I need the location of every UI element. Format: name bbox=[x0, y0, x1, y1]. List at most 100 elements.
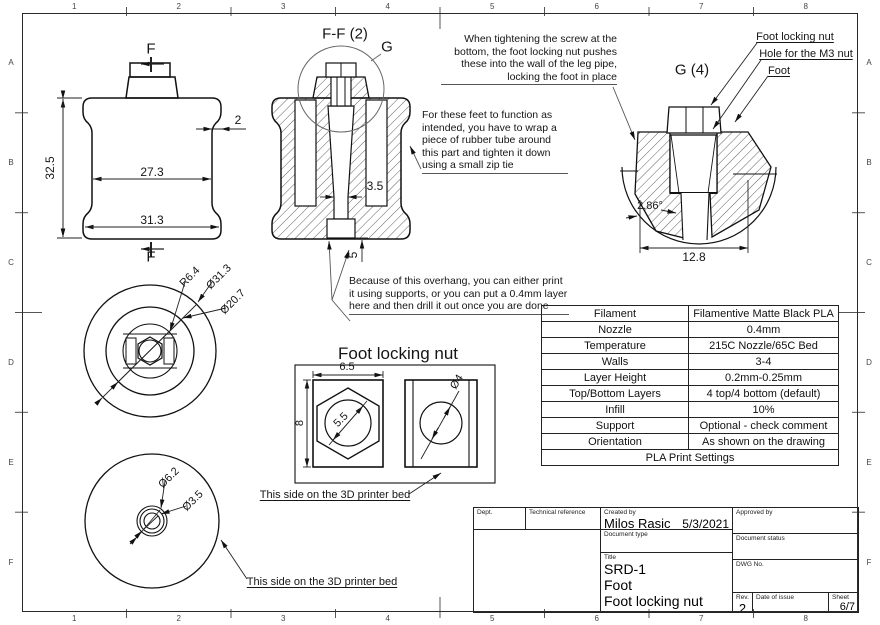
section-view-dims bbox=[320, 194, 368, 262]
grid-column-label: 2 bbox=[176, 614, 181, 623]
nut-detail-title: Foot locking nut bbox=[337, 344, 459, 363]
setting-label: Top/Bottom Layers bbox=[541, 385, 689, 402]
setting-value: 215C Nozzle/65C Bed bbox=[688, 337, 839, 354]
dim-neck: 3.5 bbox=[366, 179, 384, 193]
detail-g-dims bbox=[625, 42, 769, 253]
nut-detail-views bbox=[294, 364, 496, 484]
grid-row-label: C bbox=[8, 258, 14, 268]
setting-label: Support bbox=[541, 417, 689, 434]
top-circular-dims bbox=[94, 281, 227, 406]
created-by-label: Created by bbox=[604, 509, 636, 516]
grid-row-label: D bbox=[866, 357, 872, 367]
detail-g-title: G (4) bbox=[674, 61, 710, 79]
note-rubber: For these feet to function as intended, … bbox=[422, 109, 568, 174]
note-overhang: Because of this overhang, you can either… bbox=[349, 275, 569, 315]
dim-base: 31.3 bbox=[140, 213, 164, 227]
grid-row-label: E bbox=[866, 457, 872, 467]
dim-waist: 27.3 bbox=[140, 165, 164, 179]
setting-value: Optional - check comment bbox=[688, 417, 839, 434]
printer-bed-note-nut: This side on the 3D printer bed bbox=[259, 489, 411, 501]
setting-label: Orientation bbox=[541, 433, 689, 450]
titleblock-tech-ref: Technical reference bbox=[525, 507, 600, 529]
grid-column-label: 8 bbox=[803, 614, 808, 623]
rev-label: Rev. bbox=[736, 594, 749, 601]
section-title: F-F (2) bbox=[322, 25, 368, 43]
doc-type-label: Document type bbox=[604, 531, 648, 538]
titleblock-dwg-no: DWG No. bbox=[732, 559, 858, 592]
note-tighten: When tightening the screw at the bottom,… bbox=[441, 33, 617, 86]
approved-by-label: Approved by bbox=[736, 509, 773, 516]
title-line3: Foot locking nut bbox=[604, 593, 703, 609]
front-view bbox=[82, 62, 222, 240]
titleblock-sheet: Sheet 6/7 bbox=[828, 592, 858, 612]
grid-row-label: F bbox=[866, 557, 872, 567]
cut-plane-label-top: F bbox=[146, 40, 156, 58]
title-line1: SRD-1 bbox=[604, 561, 647, 577]
dim-pocket: 5 bbox=[346, 251, 360, 259]
title-line2: Foot bbox=[604, 577, 633, 593]
dim-detail-width: 12.8 bbox=[682, 250, 706, 264]
dwg-no-label: DWG No. bbox=[736, 561, 764, 568]
titleblock-title: Title SRD-1 Foot Foot locking nut bbox=[600, 552, 732, 612]
setting-value: 3-4 bbox=[688, 353, 839, 370]
grid-row-label: D bbox=[8, 357, 14, 367]
grid-row-label: B bbox=[866, 158, 872, 168]
grid-column-label: 3 bbox=[281, 2, 286, 11]
title-label: Title bbox=[604, 554, 617, 561]
created-by-value: Milos Rasic bbox=[604, 516, 671, 529]
titleblock-dept: Dept. bbox=[473, 507, 525, 529]
printer-bed-note-bottom: This side on the 3D printer bed bbox=[246, 576, 398, 588]
detail-circle-label: G bbox=[381, 38, 393, 56]
grid-column-label: 1 bbox=[72, 614, 77, 623]
setting-value: Filamentive Matte Black PLA bbox=[688, 305, 839, 322]
sheet-value: 6/7 bbox=[839, 601, 855, 612]
grid-row-label: A bbox=[8, 58, 14, 68]
setting-value: As shown on the drawing bbox=[688, 433, 839, 450]
tech-ref-label: Technical reference bbox=[529, 509, 586, 516]
frame-ticks bbox=[15, 7, 865, 618]
grid-column-label: 4 bbox=[385, 614, 390, 623]
sheet-label: Sheet bbox=[832, 594, 849, 601]
setting-label: Infill bbox=[541, 401, 689, 418]
titleblock-approved-by: Approved by bbox=[732, 507, 858, 533]
grid-row-label: B bbox=[8, 158, 14, 168]
dept-label: Dept. bbox=[477, 509, 493, 516]
grid-column-label: 7 bbox=[699, 2, 704, 11]
titleblock-created-by: Created by Milos Rasic 5/3/2021 bbox=[600, 507, 732, 529]
created-date-value: 5/3/2021 bbox=[682, 517, 729, 529]
table-footer-row: PLA Print Settings bbox=[541, 449, 839, 466]
titleblock-rev: Rev. 2 bbox=[732, 592, 752, 612]
title-block: Dept. Technical reference Created by Mil… bbox=[473, 507, 859, 613]
titleblock-doc-status: Document status bbox=[732, 533, 858, 559]
grid-column-label: 7 bbox=[699, 614, 704, 623]
grid-column-label: 8 bbox=[803, 2, 808, 11]
grid-column-label: 1 bbox=[72, 2, 77, 11]
grid-row-label: A bbox=[866, 58, 872, 68]
note-leaders bbox=[327, 86, 636, 322]
setting-label: Filament bbox=[541, 305, 689, 322]
setting-value: 0.4mm bbox=[688, 321, 839, 338]
cut-plane-label-bottom: F bbox=[146, 248, 156, 266]
nut-detail-dims bbox=[303, 371, 460, 495]
callout-foot: Foot bbox=[767, 65, 791, 77]
section-view bbox=[271, 45, 411, 240]
grid-column-label: 2 bbox=[176, 2, 181, 11]
front-view-dims bbox=[57, 57, 246, 257]
dim-angle: 2.86° bbox=[637, 200, 663, 212]
top-circular-view bbox=[83, 284, 217, 418]
grid-row-label: E bbox=[8, 457, 14, 467]
dim-wall: 2 bbox=[234, 113, 242, 127]
